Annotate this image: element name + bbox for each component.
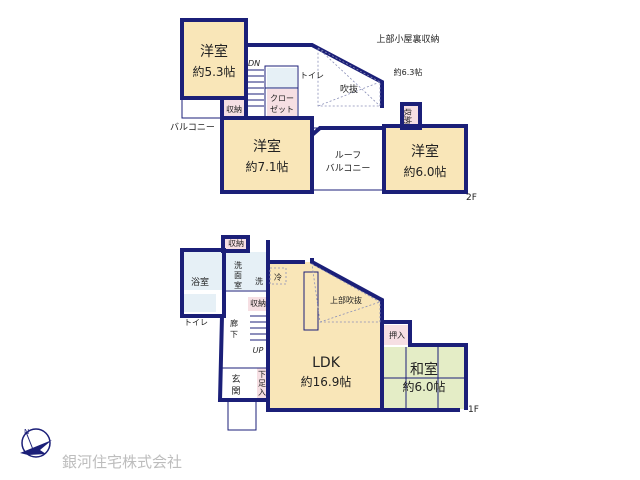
closet-label: ゼット [270, 104, 294, 114]
hall-label: 下 [230, 330, 238, 339]
entrance-porch [227, 400, 257, 431]
storage-label: 収納 [403, 108, 413, 124]
toilet-label: トイレ [300, 71, 324, 80]
floor-label-1f: 1F [468, 405, 479, 415]
roof-balcony [311, 127, 385, 191]
floor-label-2f: 2F [466, 193, 477, 203]
attic-size: 約6.3帖 [394, 67, 423, 77]
washitsu-label: 和室 [410, 361, 438, 378]
storage-hall [248, 297, 268, 311]
balcony-label: バルコニー [170, 122, 215, 133]
closet [267, 89, 297, 118]
oshiire [384, 325, 410, 345]
roof-balcony-label: バルコニー [326, 163, 371, 174]
hall-label: 廊 [230, 318, 238, 328]
shoe-storage-label: 足 [258, 379, 266, 388]
shoe-storage [257, 368, 267, 398]
floor-2: 洋室 約5.3帖 洋室 約7.1帖 洋室 約6.0帖 収納 収納 クロー ゼット… [170, 18, 477, 203]
floor-1: 収納 浴室 洗 面 室 洗 冷 トイレ 廊 下 収納 UP 上部吹抜 LDK 約… [180, 235, 479, 431]
room-label: 洋室 [253, 138, 281, 155]
stairs-1f [250, 315, 266, 341]
bathroom [184, 252, 222, 290]
toilet-1f [184, 294, 216, 312]
shoe-storage-label: 下 [258, 370, 266, 379]
stairs-up-label: UP [253, 346, 264, 355]
balcony-2f [181, 97, 223, 119]
stairs-down-label: DN [248, 59, 260, 68]
tatami-lines [384, 347, 464, 409]
company-logo: N 銀河住宅株式会社 [20, 428, 182, 471]
washroom-label: 室 [234, 280, 242, 290]
ldk-size: 約16.9帖 [301, 374, 352, 389]
stairs-2f [248, 69, 264, 107]
washer-label: 洗 [255, 276, 263, 286]
room-size: 約5.3帖 [192, 64, 235, 79]
void-label: 吹抜 [340, 83, 358, 95]
room-western-7-1 [224, 120, 312, 190]
washroom [225, 252, 266, 290]
genkan-label: 関 [231, 386, 240, 397]
room-western-6-0-2f [386, 128, 464, 190]
upper-void-label: 上部吹抜 [330, 295, 362, 305]
fridge-label: 冷 [274, 272, 282, 282]
washroom-label: 面 [234, 271, 242, 280]
roof-balcony-label: ルーフ [335, 151, 361, 161]
kitchen-counter [303, 271, 319, 331]
storage-label: 収納 [250, 298, 266, 308]
company-name: 銀河住宅株式会社 [62, 453, 182, 471]
compass-icon [21, 428, 51, 458]
closet-label: クロー [270, 94, 294, 103]
washroom-label: 洗 [234, 260, 242, 270]
genkan-label: 玄 [231, 373, 240, 385]
compass-north-label: N [24, 428, 29, 436]
ldk-label: LDK [312, 355, 341, 371]
toilet-label: トイレ [184, 318, 208, 327]
room-size: 約7.1帖 [245, 159, 288, 174]
storage-label: 収納 [226, 104, 242, 114]
oshiire-label: 押入 [389, 330, 405, 340]
void-area [317, 47, 381, 107]
room-size: 約6.0帖 [403, 164, 446, 179]
room-western-5-3 [183, 22, 245, 98]
storage-2f-b [404, 106, 418, 128]
storage-label: 収納 [228, 238, 244, 248]
room-label: 洋室 [200, 43, 228, 60]
bird-icon [20, 440, 52, 455]
room-ldk [270, 262, 380, 410]
washitsu-size: 約6.0帖 [402, 379, 445, 394]
storage-1f-top [225, 237, 247, 249]
storage-2f-a [224, 99, 244, 118]
attic-label: 上部小屋裏収納 [376, 33, 439, 45]
bath-label: 浴室 [191, 276, 209, 288]
shoe-storage-label: 入 [258, 388, 266, 397]
room-label: 洋室 [411, 143, 439, 160]
toilet-2f [267, 68, 297, 88]
